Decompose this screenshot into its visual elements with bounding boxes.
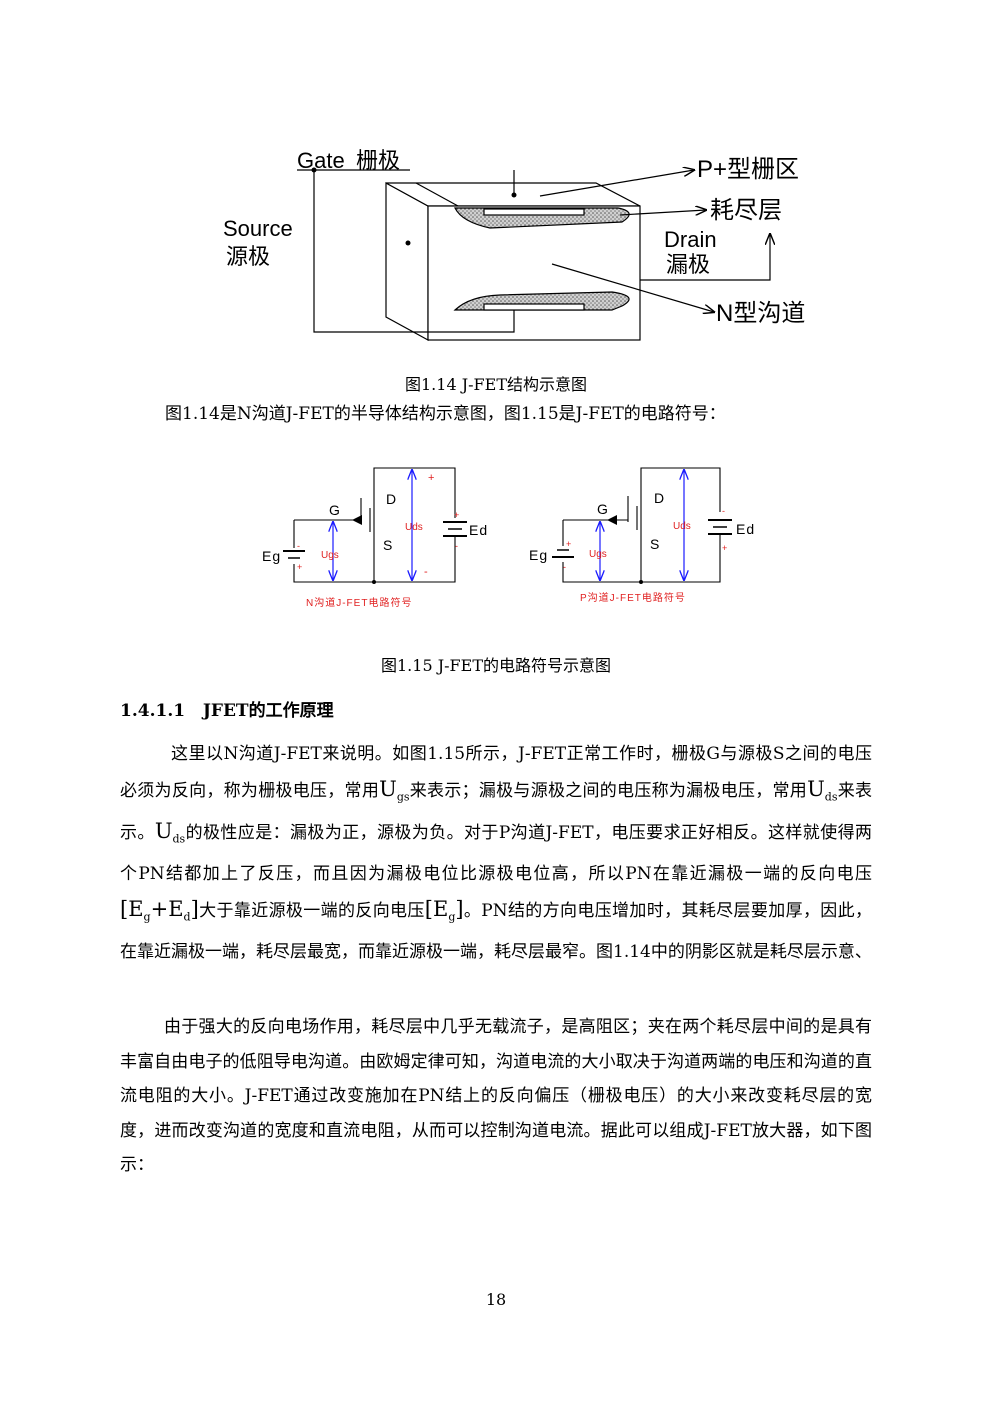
source-label: Source	[223, 216, 293, 241]
paragraph-2: 由于强大的反向电场作用，耗尽层中几乎无载流子，是高阻区；夹在两个耗尽层中间的是具…	[120, 1017, 872, 1175]
p1-sub-gs: gs	[396, 789, 410, 803]
p1-e-g: E	[128, 896, 144, 921]
p1-sub-d: d	[183, 910, 191, 924]
p1-u-ds-2: U	[154, 819, 173, 844]
n-ed-minus: -	[455, 541, 458, 551]
drain-cn-label: 漏极	[666, 252, 710, 277]
section-number: 1.4.1.1	[120, 701, 186, 721]
n-drain-label: D	[386, 491, 396, 507]
p-ugs-label: Ugs	[589, 549, 607, 560]
p-source-label: S	[650, 536, 659, 552]
n-channel-label: N型沟道	[716, 300, 805, 327]
figure-1-14-caption: 图1.14 J-FET结构示意图	[405, 375, 587, 394]
bottom-gate-contact	[483, 303, 585, 311]
gate-wire	[313, 170, 515, 333]
p-gate-label: G	[597, 501, 608, 517]
n-gate-label: G	[329, 502, 340, 518]
p1-text-5: 大于靠近源极一端的反向电压	[198, 900, 425, 921]
section-heading: 1.4.1.1 JFET的工作原理	[120, 696, 334, 721]
top-gate-contact	[483, 208, 585, 216]
p-eg-minus: -	[563, 562, 566, 572]
block-body	[427, 205, 641, 341]
page-number: 18	[485, 1290, 507, 1309]
paragraph-1: 这里以N沟道J-FET来说明。如图1.15所示，J-FET正常工作时，栅极G与源…	[120, 737, 872, 969]
n-ugs-label: Ugs	[321, 550, 339, 561]
gate-label: Gate	[297, 148, 345, 173]
p1-bracket-open: [	[120, 896, 129, 921]
p1-u-ds: U	[807, 776, 825, 801]
n-uds-plus: +	[428, 472, 434, 484]
n-eg-plus: +	[297, 562, 302, 572]
p1-sub-g-2: g	[448, 910, 456, 924]
n-circuit-caption: N沟道J-FET电路符号	[306, 596, 412, 609]
n-eg-label: Eg	[262, 548, 281, 564]
p1-bracket-close-2: ]	[455, 896, 464, 921]
p1-text-4: 的极性应是：漏极为正，源极为负。对于P沟道J-FET，电压要求正好相反。这样就使…	[120, 823, 873, 885]
n-eg-minus: -	[297, 541, 300, 551]
p1-text-2: 来表示；漏极与源极之间的电压称为漏极电压，常用	[409, 780, 808, 801]
depletion-layer-label: 耗尽层	[710, 197, 782, 224]
n-source-label: S	[383, 537, 392, 553]
p-eg-plus: +	[566, 539, 571, 549]
source-cn-label: 源极	[226, 244, 270, 269]
n-uds-label: Uds	[405, 522, 423, 533]
p-circuit-caption: P沟道J-FET电路符号	[580, 591, 686, 604]
n-ed-label: Ed	[469, 522, 488, 538]
figures-svg: Gate 栅极 Source 源极 Drain 漏极 P+型栅区 耗尽层 N型沟…	[223, 148, 805, 609]
p1-plus: +	[150, 896, 169, 921]
drain-label: Drain	[664, 227, 717, 252]
p-ed-label: Ed	[736, 521, 755, 537]
p1-text-6: 。PN结的方向电压增加时，其耗尽层要加厚，因此，在靠近漏极一端，耗尽层最宽，而靠…	[120, 900, 873, 962]
p1-sub-g: g	[143, 910, 151, 924]
p1-sub-ds: ds	[824, 789, 838, 803]
p1-bracket-open-2: [	[424, 896, 433, 921]
jfet-structure-diagram	[297, 170, 770, 342]
block-front-face	[385, 181, 429, 342]
n-channel-circuit: G D S Eg Ed Ugs Uds + - + - - + N沟道J-FET…	[262, 467, 488, 609]
p-ed-minus: -	[722, 506, 725, 516]
p-uds-label: Uds	[673, 521, 691, 532]
n-uds-minus: -	[424, 566, 428, 578]
p1-bracket-close: ]	[190, 896, 199, 921]
p-eg-label: Eg	[529, 547, 548, 563]
p-gate-region-label: P+型栅区	[697, 156, 799, 183]
p-channel-circuit: G D S Eg Ed Ugs Uds - + + - P沟道J-FET电路符号	[529, 467, 755, 604]
p-ed-plus: +	[722, 543, 727, 553]
drain-wire	[640, 234, 770, 281]
p1-text-1: 这里以N沟道J-FET来说明。如图1.15所示，J-FET正常工作时，栅极G与源…	[120, 744, 872, 801]
p1-u-gs: U	[379, 776, 397, 801]
intro-line: 图1.14是N沟道J-FET的半导体结构示意图，图1.15是J-FET的电路符号…	[165, 404, 726, 424]
n-ed-plus: +	[454, 510, 459, 520]
p1-e-g-2: E	[432, 896, 449, 921]
p-drain-label: D	[654, 490, 664, 506]
p1-text-3: 来表示。	[120, 780, 873, 844]
figure-1-15-caption: 图1.15 J-FET的电路符号示意图	[381, 656, 611, 675]
p1-sub-ds-2: ds	[172, 832, 186, 846]
gate-cn-label: 栅极	[356, 148, 400, 173]
p1-e-d: E	[168, 896, 184, 921]
section-title: JFET的工作原理	[202, 701, 334, 721]
